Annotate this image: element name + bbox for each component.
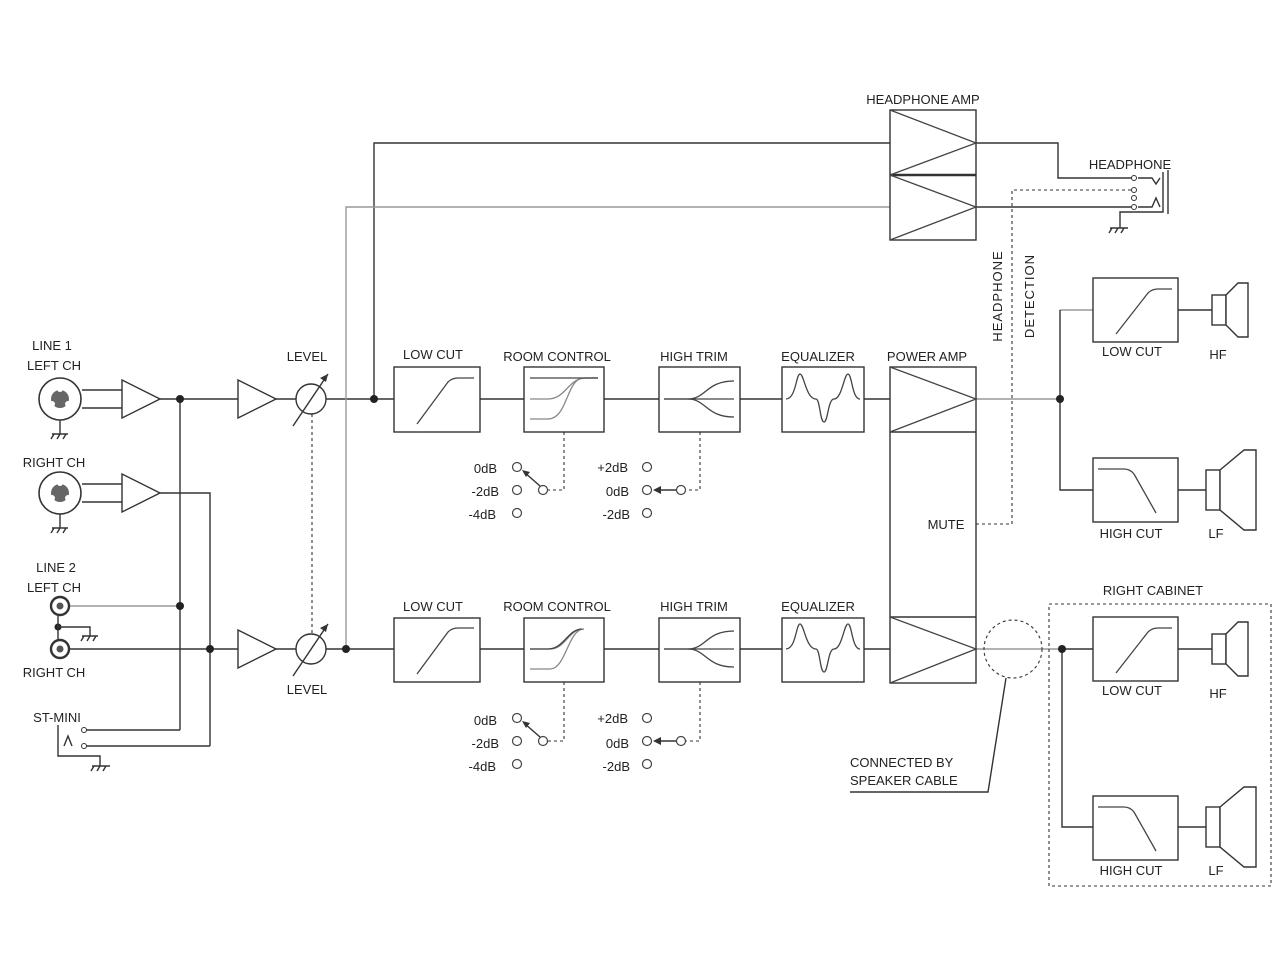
trim-option-bottom-2: -2dB xyxy=(603,759,630,774)
rca-ground-symbol xyxy=(57,615,98,642)
mute-label: MUTE xyxy=(928,517,965,532)
equalizer-label-top: EQUALIZER xyxy=(781,349,855,364)
input-line1-left-label: LEFT CH xyxy=(27,358,81,373)
high-trim-label-top: HIGH TRIM xyxy=(660,349,728,364)
lf-label-cabinet: LF xyxy=(1208,863,1223,878)
high-trim-label-bottom: HIGH TRIM xyxy=(660,599,728,614)
output-low-cut-block-cabinet xyxy=(1092,616,1179,682)
output-low-cut-label-top: LOW CUT xyxy=(1102,344,1162,359)
right-cabinet-label: RIGHT CABINET xyxy=(1103,583,1203,598)
lf-speaker-icon-cabinet xyxy=(1205,786,1257,868)
speaker-cable-connection-marker xyxy=(983,619,1043,679)
headphone-amp-block xyxy=(889,109,978,241)
buffer-amps xyxy=(121,378,278,670)
power-amp-block xyxy=(889,366,978,684)
st-mini-jack-icon xyxy=(57,725,110,772)
right-cabinet-outline xyxy=(1048,603,1272,887)
headphone-amp-label: HEADPHONE AMP xyxy=(866,92,979,107)
room-option-bottom-0: 0dB xyxy=(474,713,497,728)
lf-label-top: LF xyxy=(1208,526,1223,541)
input-line2-right-label: RIGHT CH xyxy=(23,665,86,680)
low-cut-block-top xyxy=(393,366,481,433)
rca-connector-line2-left xyxy=(49,595,71,617)
hf-label-top: HF xyxy=(1209,347,1226,362)
equalizer-block-bottom xyxy=(781,617,865,683)
room-control-block-bottom xyxy=(523,617,605,683)
room-option-bottom-2: -4dB xyxy=(469,759,496,774)
room-control-selector-top xyxy=(511,461,549,519)
equalizer-label-bottom: EQUALIZER xyxy=(781,599,855,614)
input-line1-right-label: RIGHT CH xyxy=(23,455,86,470)
room-control-block-top xyxy=(523,366,605,433)
connected-by-label: CONNECTED BY xyxy=(850,755,954,770)
room-option-top-0: 0dB xyxy=(474,461,497,476)
room-control-label-top: ROOM CONTROL xyxy=(503,349,611,364)
level-label-top: LEVEL xyxy=(287,349,327,364)
output-high-cut-label-cabinet: HIGH CUT xyxy=(1100,863,1163,878)
hf-speaker-icon-cabinet xyxy=(1211,621,1249,677)
level-label-bottom: LEVEL xyxy=(287,682,327,697)
low-cut-block-bottom xyxy=(393,617,481,683)
low-cut-label-bottom: LOW CUT xyxy=(403,599,463,614)
headphone-jack-icon xyxy=(1108,170,1169,234)
room-option-top-2: -4dB xyxy=(469,507,496,522)
junction-dots xyxy=(54,395,1066,653)
output-low-cut-label-cabinet: LOW CUT xyxy=(1102,683,1162,698)
headphone-detection-label-2: DETECTION xyxy=(1022,254,1037,338)
trim-option-bottom-1: 0dB xyxy=(606,736,629,751)
trim-option-top-0: +2dB xyxy=(597,460,628,475)
level-control-bottom xyxy=(292,623,329,677)
rca-connector-line2-right xyxy=(49,638,71,660)
input-line2-left-label: LEFT CH xyxy=(27,580,81,595)
level-control-top xyxy=(292,373,329,427)
high-trim-block-bottom xyxy=(658,617,741,683)
high-trim-selector-bottom xyxy=(641,712,687,770)
input-st-mini-label: ST-MINI xyxy=(33,710,81,725)
trim-option-top-2: -2dB xyxy=(603,507,630,522)
output-high-cut-block-cabinet xyxy=(1092,795,1179,861)
hf-label-cabinet: HF xyxy=(1209,686,1226,701)
low-cut-label-top: LOW CUT xyxy=(403,347,463,362)
xlr-connector-line1-right xyxy=(38,471,82,534)
equalizer-block-top xyxy=(781,366,865,433)
power-amp-label: POWER AMP xyxy=(887,349,967,364)
trim-option-top-1: 0dB xyxy=(606,484,629,499)
lf-speaker-icon-top xyxy=(1205,449,1257,531)
room-control-selector-bottom xyxy=(511,712,549,770)
input-line1-label: LINE 1 xyxy=(32,338,72,353)
control-lines xyxy=(311,189,1140,742)
room-option-bottom-1: -2dB xyxy=(472,736,499,751)
output-high-cut-label-top: HIGH CUT xyxy=(1100,526,1163,541)
headphone-label: HEADPHONE xyxy=(1089,157,1172,172)
output-low-cut-block-top xyxy=(1092,277,1179,343)
headphone-detection-label-1: HEADPHONE xyxy=(990,250,1005,341)
output-high-cut-block-top xyxy=(1092,457,1179,523)
signal-wires xyxy=(68,142,1212,828)
speaker-cable-label: SPEAKER CABLE xyxy=(850,773,958,788)
input-line2-label: LINE 2 xyxy=(36,560,76,575)
trim-option-bottom-0: +2dB xyxy=(597,711,628,726)
hf-speaker-icon-top xyxy=(1211,282,1249,338)
room-control-label-bottom: ROOM CONTROL xyxy=(503,599,611,614)
high-trim-selector-top xyxy=(641,461,687,519)
high-trim-block-top xyxy=(658,366,741,433)
room-option-top-1: -2dB xyxy=(472,484,499,499)
xlr-connector-line1-left xyxy=(38,377,82,440)
